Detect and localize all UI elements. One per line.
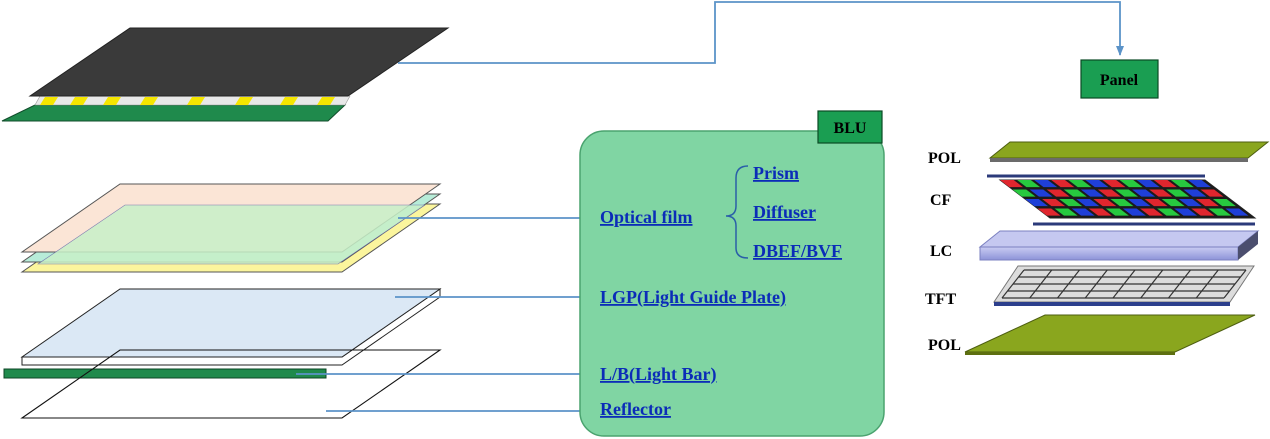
cf-cell <box>1212 199 1236 207</box>
blu-tag-label: BLU <box>834 120 867 137</box>
blu-arrows <box>296 214 591 415</box>
cf-cell <box>1046 189 1070 197</box>
led-dots <box>40 97 335 105</box>
panel-box: Panel <box>1080 59 1159 99</box>
cf-cell <box>1063 189 1087 197</box>
cf-cell <box>1115 189 1139 197</box>
cf-cell <box>1157 208 1181 216</box>
cf-cell <box>1191 208 1215 216</box>
cf-cell <box>1183 189 1207 197</box>
blu-box: BLU Optical film Prism Diffuser DBEF/BVF… <box>579 110 885 437</box>
pol-top-label: POL <box>928 150 961 167</box>
pcb-strip <box>1 104 347 122</box>
tft-grid <box>1001 269 1247 299</box>
reflector-sheet <box>20 349 442 419</box>
optical-film-label[interactable]: Optical film <box>600 207 693 227</box>
cf-cell <box>1042 199 1066 207</box>
cf-cell <box>1029 189 1053 197</box>
cf-cell <box>1122 208 1146 216</box>
cf-cell <box>1187 180 1211 188</box>
film-green-inner <box>37 204 426 265</box>
cf-cell <box>1153 180 1177 188</box>
pol-top-layer <box>988 141 1270 159</box>
lc-layer <box>978 230 1260 248</box>
cf-cell <box>1012 189 1036 197</box>
cf-cell <box>1105 208 1129 216</box>
cf-cell <box>1000 180 1024 188</box>
cf-cell <box>1136 180 1160 188</box>
cf-cell <box>1076 199 1100 207</box>
lgp-label[interactable]: LGP(Light Guide Plate) <box>600 287 786 308</box>
prism-label[interactable]: Prism <box>753 163 799 183</box>
cf-cell <box>1170 180 1194 188</box>
cf-cell <box>1174 208 1198 216</box>
cf-cell <box>1025 199 1049 207</box>
cf-cell <box>1017 180 1041 188</box>
cf-cell <box>1068 180 1092 188</box>
cf-cell <box>1119 180 1143 188</box>
cf-cell <box>1037 208 1061 216</box>
cf-cell <box>1208 208 1232 216</box>
cf-cell <box>1059 199 1083 207</box>
cf-cell <box>1034 180 1058 188</box>
cf-cell <box>1088 208 1112 216</box>
lgp-layer <box>20 288 442 366</box>
panel-connector-line <box>398 1 1124 64</box>
light-bar-strip <box>3 368 327 379</box>
cf-cell <box>1110 199 1134 207</box>
panel-box-label: Panel <box>1100 72 1139 89</box>
lc-label: LC <box>930 243 952 260</box>
blu-tag <box>817 110 883 144</box>
cf-cell <box>1178 199 1202 207</box>
panel-dark-top <box>28 27 450 97</box>
cf-label: CF <box>930 192 952 209</box>
lgp-top <box>20 288 442 358</box>
cf-cell <box>1161 199 1185 207</box>
cf-cell <box>1102 180 1126 188</box>
cf-cell <box>1200 189 1224 197</box>
cf-cell <box>1085 180 1109 188</box>
cf-cell <box>1097 189 1121 197</box>
tft-label: TFT <box>925 291 956 308</box>
cf-cell <box>1054 208 1078 216</box>
optical-film-stack <box>20 183 442 273</box>
pol-bottom-label: POL <box>928 337 961 354</box>
cf-cell <box>1080 189 1104 197</box>
cf-cell <box>1071 208 1095 216</box>
assembled-module <box>1 27 450 122</box>
cf-cell <box>1195 199 1219 207</box>
dbef-label[interactable]: DBEF/BVF <box>753 241 842 261</box>
cf-cell <box>1144 199 1168 207</box>
diffuser-label[interactable]: Diffuser <box>753 202 816 222</box>
cf-cell <box>1127 199 1151 207</box>
brace-icon <box>725 165 749 259</box>
cf-color-cells <box>1000 180 1249 216</box>
cf-cell <box>1166 189 1190 197</box>
cf-cell <box>1051 180 1075 188</box>
panel-stack: POL CF LC TFT POL <box>925 141 1270 355</box>
cf-cell <box>1149 189 1173 197</box>
cf-cell <box>1132 189 1156 197</box>
cf-cell <box>1140 208 1164 216</box>
light-bar-label[interactable]: L/B(Light Bar) <box>600 364 717 385</box>
cf-cell <box>1093 199 1117 207</box>
cf-cell <box>1225 208 1249 216</box>
pol-bottom-layer <box>964 314 1256 353</box>
reflector-label[interactable]: Reflector <box>600 399 671 419</box>
